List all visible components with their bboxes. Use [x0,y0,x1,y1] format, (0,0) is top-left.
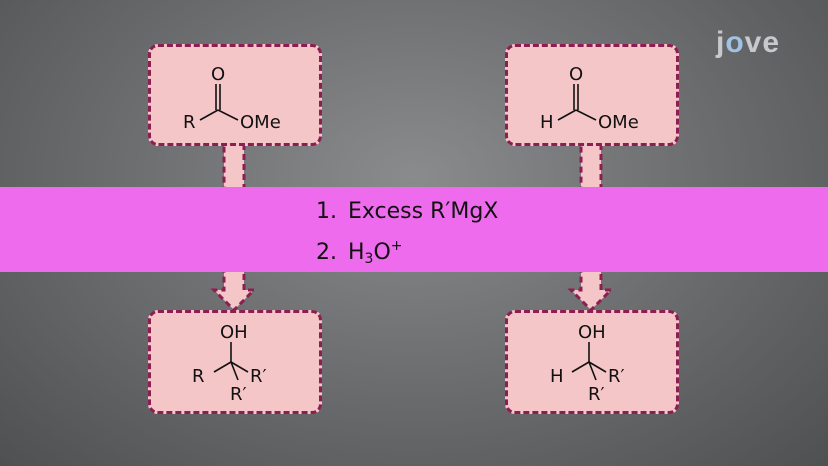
reagent-list: 1.Excess R′MgX 2.H3O+ [316,195,498,276]
product-box-tertiary-alcohol [148,310,322,414]
tert-left-group: R [192,366,205,387]
tert-oh: OH [220,322,248,343]
formate-carbonyl-o: O [569,64,583,85]
ester-ome-group: OMe [240,112,281,133]
ester-carbonyl-o: O [211,64,225,85]
reagent-step-2: 2.H3O+ [316,238,403,267]
formate-left-group: H [540,112,554,133]
sec-right-group: R′ [608,366,625,387]
reactant-box-ester [148,44,322,146]
tert-bottom-group: R′ [230,384,247,405]
reagent-step-1: 1.Excess R′MgX [316,199,499,224]
product-box-secondary-alcohol [505,310,679,414]
sec-bottom-group: R′ [588,384,605,405]
sec-left-group: H [550,366,564,387]
formate-ome-group: OMe [598,112,639,133]
reagent-band [0,187,828,272]
tert-right-group: R′ [250,366,267,387]
reactant-box-formate [505,44,679,146]
jove-logo: jove [716,26,781,59]
sec-oh: OH [578,322,606,343]
ester-left-group: R [183,112,196,133]
